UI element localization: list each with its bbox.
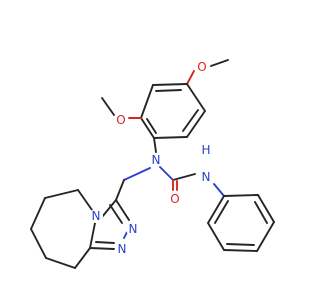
- bond-n-fused-c3: [101, 199, 117, 218]
- bond-n-fused-c5: [77, 189, 93, 211]
- atom-label-o-left: O: [116, 113, 125, 127]
- bond-ph-b: [257, 194, 275, 223]
- bond-n3-c8a-inner: [95, 241, 115, 244]
- bond-ring1-a: [152, 83, 188, 86]
- atom-o-methoxy-left: O: [114, 113, 128, 127]
- bond-n-central-carbonyl: [159, 166, 174, 181]
- atom-label-o-top: O: [197, 60, 206, 74]
- bond-ring1-b: [140, 84, 154, 119]
- bond-ring1-a-inner: [155, 89, 182, 92]
- bond-ph-c: [256, 221, 275, 252]
- bond-ring1-e: [186, 110, 206, 138]
- bond-ch2-c3: [115, 179, 125, 201]
- bond-ring1-f: [186, 83, 206, 112]
- atom-label-h: H: [201, 143, 210, 157]
- bond-layer: [30, 59, 275, 269]
- bond-ph-f-inner: [214, 200, 229, 224]
- bond-c9-c8a: [74, 247, 91, 269]
- bond-ch3-o-top: [210, 59, 229, 67]
- bond-c8-c9: [45, 257, 76, 269]
- atom-label-n-central: N: [152, 153, 161, 167]
- bond-c3-n4-inner: [109, 204, 123, 224]
- bond-ph-d-inner: [226, 243, 255, 246]
- bond-o-left-ch3: [101, 97, 115, 116]
- atom-label-n-triazole-4: N: [118, 242, 127, 256]
- atom-n-triazole-4: N: [115, 242, 129, 256]
- bond-ph-b-inner: [254, 201, 268, 224]
- atom-o-methoxy-top: O: [195, 60, 209, 74]
- bond-c6-c7: [30, 197, 46, 230]
- bond-n3-c8a: [89, 247, 115, 250]
- atom-label-n-right: N: [202, 170, 211, 184]
- bond-nh-phenyl: [213, 183, 225, 197]
- bond-ring1-d: [153, 136, 188, 139]
- bond-c5-c6: [44, 189, 79, 199]
- atom-label-layer: O O N H N O N N N: [89, 60, 213, 256]
- bond-ph-e: [207, 222, 225, 251]
- bond-o-top-ring: [186, 70, 195, 85]
- bond-ring1-c: [140, 117, 155, 139]
- atom-o-carbonyl: O: [168, 192, 182, 206]
- molecule-diagram: O O N H N O N N N: [30, 59, 275, 269]
- bond-carbonyl-nh: [172, 173, 196, 181]
- bond-c7-c8: [30, 228, 47, 259]
- bond-ring1-c-inner: [146, 118, 157, 134]
- atom-label-n-fused: N: [92, 209, 101, 223]
- bond-ring-n-central: [153, 137, 157, 153]
- bond-ph-a: [223, 194, 259, 197]
- atom-n-fused: N: [89, 209, 103, 223]
- atom-label-n-triazole-3: N: [129, 222, 138, 236]
- atom-n-triazole-3: N: [126, 222, 140, 236]
- bond-ring1-e-inner: [182, 109, 199, 132]
- bond-ph-f: [207, 195, 225, 224]
- bond-n-central-ch2: [123, 167, 151, 181]
- bond-c3-n4: [115, 199, 130, 221]
- bond-c8a-n-fused: [89, 222, 96, 249]
- atom-n-urea-central: N: [149, 153, 163, 167]
- atom-nh-urea: H N: [199, 143, 213, 184]
- structure-svg: O O N H N O N N N: [30, 59, 275, 269]
- bond-ph-d: [223, 249, 258, 252]
- atom-label-o-carbonyl: O: [170, 192, 179, 206]
